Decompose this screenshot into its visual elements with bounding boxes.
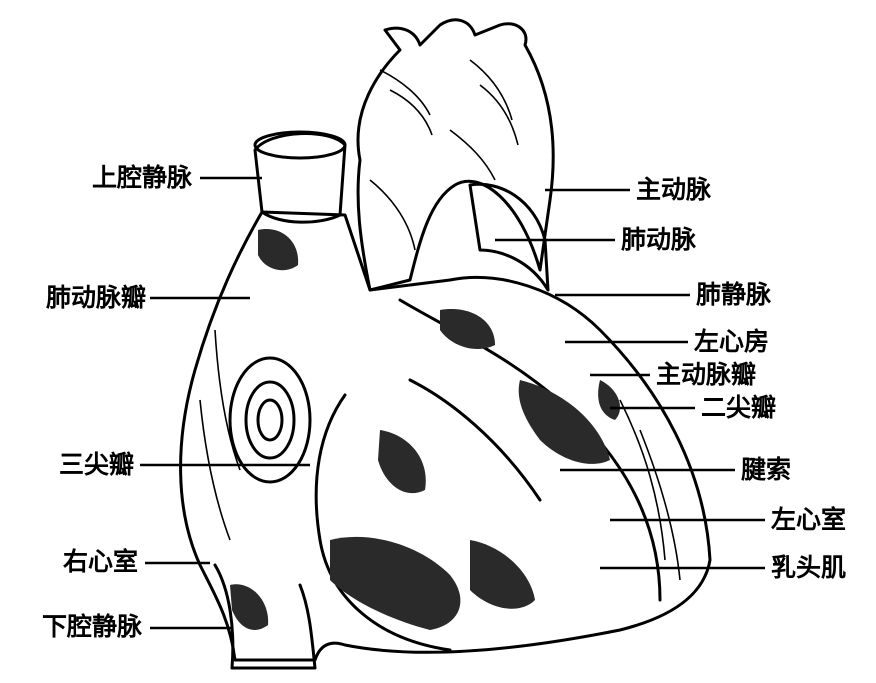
label-tricuspid-valve: 三尖瓣 <box>59 452 134 477</box>
pulmonary-artery-shape <box>470 184 548 290</box>
label-left-atrium: 左心房 <box>694 329 769 354</box>
label-chordae-tendineae: 腱索 <box>741 457 791 482</box>
label-aortic-valve: 主动脉瓣 <box>656 362 756 387</box>
label-ivc: 下腔静脉 <box>42 614 142 639</box>
label-right-ventricle: 右心室 <box>63 549 138 574</box>
svc-shape <box>255 134 345 223</box>
lv-shading <box>519 380 610 464</box>
label-papillary-muscle: 乳头肌 <box>771 555 846 580</box>
aorta-shape <box>358 20 553 290</box>
label-svc: 上腔静脉 <box>92 165 192 190</box>
tricuspid-ring <box>230 358 310 482</box>
label-pulmonary-artery: 肺动脉 <box>621 227 696 252</box>
label-aorta: 主动脉 <box>636 177 711 202</box>
label-pulmonary-vein: 肺静脉 <box>696 282 771 307</box>
label-mitral-valve: 二尖瓣 <box>701 395 776 420</box>
label-pulmonary-valve: 肺动脉瓣 <box>46 285 146 310</box>
label-left-ventricle: 左心室 <box>771 507 846 532</box>
